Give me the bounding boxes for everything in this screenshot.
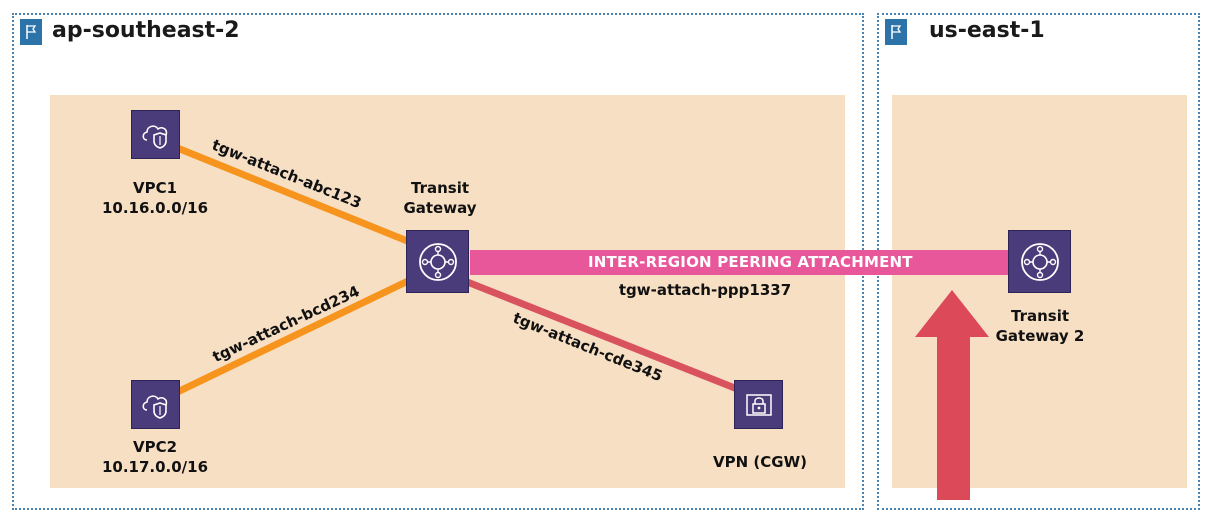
region-title: ap-southeast-2 [52, 18, 240, 43]
vpc1-cidr: 10.16.0.0/16 [101, 199, 209, 217]
vpc2-node[interactable] [131, 380, 180, 429]
vpc1-node[interactable] [131, 110, 180, 159]
vpc1-attachment-line [163, 139, 439, 257]
transit-gateway-label-line1: Transit [410, 179, 470, 197]
peering-attachment-title: INTER-REGION PEERING ATTACHMENT [588, 253, 913, 271]
vpc2-name: VPC2 [132, 438, 178, 456]
vpn-label: VPN (CGW) [713, 453, 807, 471]
region-title: us-east-1 [929, 18, 1045, 43]
peering-attachment-id: tgw-attach-ppp1337 [618, 281, 792, 299]
transit-gateway-2-label-line1: Transit [1010, 307, 1070, 325]
vpc-shield-icon [141, 394, 167, 419]
transit-gateway-node[interactable] [406, 230, 469, 293]
transit-gateway-label-line2: Gateway [403, 199, 477, 217]
vpn-lock-icon [745, 393, 772, 416]
vpc1-name: VPC1 [132, 179, 178, 197]
region-flag-icon [20, 19, 42, 45]
transit-gateway-2-node[interactable] [1008, 230, 1071, 293]
peering-attachment-bar [470, 250, 1010, 275]
transit-gateway-label: Transit Gateway [380, 178, 500, 218]
transit-gateway-icon [418, 242, 457, 281]
vpc1-label: VPC1 10.16.0.0/16 [85, 178, 225, 218]
transit-gateway-2-label-line2: Gateway 2 [995, 327, 1085, 345]
vpc-shield-icon [141, 124, 167, 149]
transit-gateway-icon [1020, 242, 1059, 281]
vpc2-label: VPC2 10.17.0.0/16 [85, 437, 225, 477]
vpc2-cidr: 10.17.0.0/16 [101, 458, 209, 476]
up-arrow-icon [915, 290, 989, 500]
vpc2-attachment-line [163, 263, 439, 402]
vpn-node[interactable] [734, 380, 783, 429]
region-flag-icon [885, 19, 907, 45]
transit-gateway-2-label: Transit Gateway 2 [975, 306, 1105, 346]
vpn-attachment-line [435, 266, 762, 402]
